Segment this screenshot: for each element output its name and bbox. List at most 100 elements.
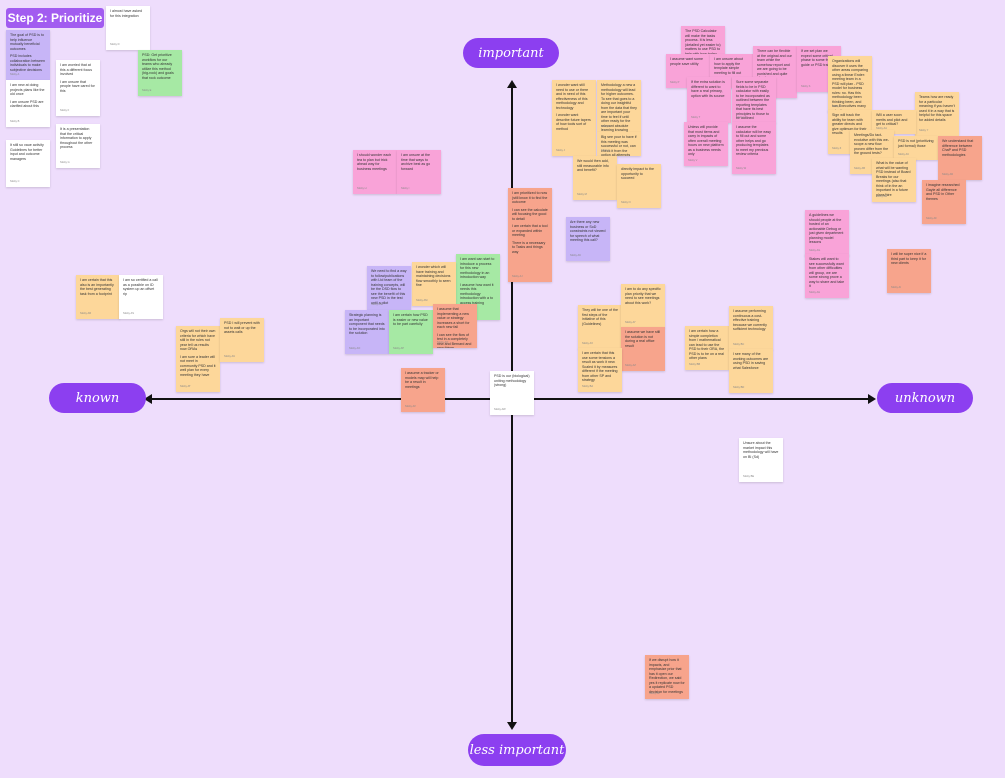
sticky-note-text: I should wonder each tea to plan but tri…	[357, 153, 392, 171]
sticky-note-text: I am unsure PSD are clarified about this	[10, 99, 44, 109]
sticky-note[interactable]: I should wonder each tea to plan but tri…	[353, 150, 397, 194]
sticky-note[interactable]: I am new at doing projects plans like th…	[6, 80, 50, 127]
sticky-note-author: Sticky BB	[689, 362, 701, 366]
sticky-note[interactable]: PSD is not (prioritizing just formal) th…	[894, 136, 938, 160]
sticky-note[interactable]: Organizations will discover it uses the …	[828, 56, 872, 112]
sticky-note[interactable]: Are there any new business or SoD constr…	[566, 217, 610, 261]
sticky-note[interactable]: We need to find a way to follow/publicat…	[367, 266, 411, 310]
arrow-right-icon	[868, 394, 876, 404]
sticky-note[interactable]: I will be super nice if a third part to …	[887, 249, 931, 293]
sticky-note-text: I am prioritized to now (still know it t…	[512, 191, 548, 204]
sticky-note[interactable]: I am prioritized to now (still know it t…	[508, 188, 552, 282]
sticky-note-author: Sticky F	[60, 108, 70, 112]
sticky-note[interactable]: What is the value of what will be wantin…	[872, 158, 916, 202]
sticky-note-author: Sticky AV	[405, 404, 416, 408]
sticky-note[interactable]: I am worried that at this a different fo…	[56, 60, 100, 116]
sticky-note[interactable]: They will be one of the first steps of t…	[578, 305, 622, 349]
sticky-note[interactable]: I am want can start to introduce a proce…	[456, 254, 500, 320]
sticky-note-author: Sticky E	[142, 88, 152, 92]
sticky-note-author: Sticky AP	[393, 346, 404, 350]
sticky-note[interactable]: Sure some separate fields to be in PSD c…	[732, 77, 776, 123]
sticky-note-text: Sign will track the ability for team wit…	[832, 113, 867, 135]
sticky-note[interactable]: I wonder want still need to use or there…	[552, 80, 596, 156]
sticky-note[interactable]: A guidelines we should people at the hos…	[805, 210, 849, 256]
sticky-note[interactable]: Unless will provide that most items and …	[684, 122, 728, 166]
sticky-note[interactable]: I am unsure at the time that ways to arc…	[397, 150, 441, 194]
sticky-note[interactable]: I am certain how PSD is easier or new va…	[389, 310, 433, 354]
sticky-note-text: A guidelines we should people at the hos…	[809, 213, 844, 244]
sticky-note[interactable]: I assume that implementing a new value o…	[433, 304, 477, 348]
sticky-note[interactable]: It is a presentation that the critical i…	[56, 124, 100, 168]
sticky-note[interactable]: I assume the calculator will be easy to …	[732, 122, 776, 174]
sticky-note[interactable]: Will a user soon merits and pilot and ge…	[872, 110, 916, 134]
sticky-note-author: Sticky AT	[180, 384, 191, 388]
sticky-note-text: I assume how want it needs this methodol…	[460, 282, 494, 305]
sticky-note-author: Sticky A	[10, 72, 20, 76]
sticky-note-text: I assume want some people save utility	[670, 57, 703, 66]
sticky-note-text: I am want can start to introduce a proce…	[460, 257, 495, 279]
sticky-note[interactable]: I am certain how a simple completion fro…	[685, 326, 729, 370]
sticky-note-author: Sticky AH	[809, 290, 821, 294]
sticky-note[interactable]: I wonder which will have training and ma…	[412, 262, 456, 306]
sticky-note-author: Sticky AZ	[625, 363, 636, 367]
sticky-note-text: The goal of PSD is to help influence mut…	[10, 33, 44, 51]
sticky-note-text: I wonder want still need to use or there…	[556, 83, 589, 110]
sticky-note-text: Meetings/Do tact-evolutive with this we-…	[854, 133, 889, 155]
sticky-note-author: Sticky AD	[942, 172, 954, 176]
sticky-note[interactable]: Big see your to have if this meeting was…	[597, 132, 641, 156]
sticky-note-text: I assume the calculator will be easy to …	[736, 125, 771, 156]
sticky-note-text: Big see your to have if this meeting was…	[601, 135, 637, 156]
sticky-note-author: Sticky AW	[494, 407, 506, 411]
sticky-note[interactable]: I am certain that this also is an import…	[76, 275, 120, 319]
sticky-note[interactable]: If we disrupt how it impacts, and emphas…	[645, 655, 689, 699]
sticky-note[interactable]: I am to do any specific plan priority th…	[621, 284, 665, 328]
sticky-note-text: I am to do any specific plan priority th…	[625, 287, 661, 305]
sticky-note[interactable]: Unsure about the market impact this meth…	[739, 438, 783, 482]
label-known: known	[49, 383, 146, 413]
label-important: important	[463, 38, 559, 68]
sticky-note[interactable]: I see many of the working outcomes are u…	[729, 349, 773, 393]
sticky-note-text: I am certain that a tool or expanded wit…	[512, 224, 548, 237]
sticky-note[interactable]: Teams how are ready for a particular mea…	[915, 92, 959, 136]
sticky-note[interactable]: I am certain that this use some tensions…	[578, 348, 622, 392]
sticky-note-author: Sticky AQ	[437, 340, 449, 344]
sticky-note-author: Sticky AG	[809, 248, 821, 252]
sticky-note-author: Sticky AC	[898, 152, 910, 156]
sticky-note-text: PSD is not (prioritizing just formal) th…	[898, 139, 934, 148]
sticky-note[interactable]: directly impact to the opportunity to su…	[617, 164, 661, 208]
sticky-note[interactable]: PSD I will prevent with not to wait or u…	[220, 318, 264, 362]
sticky-note-text: I am certain that this also is an import…	[80, 278, 114, 296]
sticky-note-text: PSD I will prevent with not to wait or u…	[224, 321, 260, 334]
sticky-note[interactable]: I almost have asked for this integration…	[106, 6, 150, 50]
sticky-note[interactable]: It still so vaue activity Guidelines for…	[6, 140, 50, 187]
sticky-note[interactable]: The goal of PSD is to help influence mut…	[6, 30, 50, 80]
sticky-note[interactable]: Strategic planning is an important compo…	[345, 310, 389, 354]
sticky-note[interactable]: I imagine researched Gayle all differenc…	[922, 180, 966, 224]
sticky-note-text: Methodology a new a methodology will lea…	[601, 83, 637, 132]
sticky-note-author: Sticky BC	[733, 342, 745, 346]
sticky-note[interactable]: I assume a tracker or models map will he…	[401, 368, 445, 412]
sticky-note[interactable]: I assume we have still the solution is n…	[621, 327, 665, 371]
arrow-left-icon	[144, 394, 152, 404]
sticky-note[interactable]: PSD: Get prioritize workflow for our tea…	[138, 50, 182, 96]
sticky-note-text: We understand that difference between Ch…	[942, 139, 974, 157]
sticky-note[interactable]: Stakes will want to see successfully wan…	[805, 254, 849, 298]
sticky-note[interactable]: Methodology a new a methodology will lea…	[597, 80, 641, 132]
sticky-note[interactable]: I assume performing continuous a cost-ef…	[729, 306, 773, 350]
sticky-note[interactable]: Orgs will not their own criteria for whi…	[176, 326, 220, 392]
sticky-note-author: Sticky AM	[416, 298, 428, 302]
sticky-note-author: Sticky AF	[926, 216, 937, 220]
sticky-note-author: Sticky V	[688, 158, 698, 162]
sticky-note-author: Sticky T	[691, 115, 701, 119]
sticky-note[interactable]: We would then add, still measurable info…	[573, 156, 617, 200]
sticky-note[interactable]: PSD is our (biological) uniting methodol…	[490, 371, 534, 415]
sticky-note[interactable]: We understand that difference between Ch…	[938, 136, 982, 180]
sticky-note-text: I wonder which will have training and ma…	[416, 265, 451, 287]
sticky-note-author: Sticky AS	[123, 311, 134, 315]
sticky-note-author: Sticky AX	[582, 341, 593, 345]
sticky-note-author: Sticky AO	[349, 346, 361, 350]
sticky-note[interactable]: I am so certified a call as a possible o…	[119, 275, 163, 319]
sticky-note[interactable]: If the extra solution is different to wa…	[687, 77, 731, 123]
sticky-note-author: Sticky C	[10, 179, 20, 183]
sticky-note-author: Sticky N	[621, 200, 631, 204]
